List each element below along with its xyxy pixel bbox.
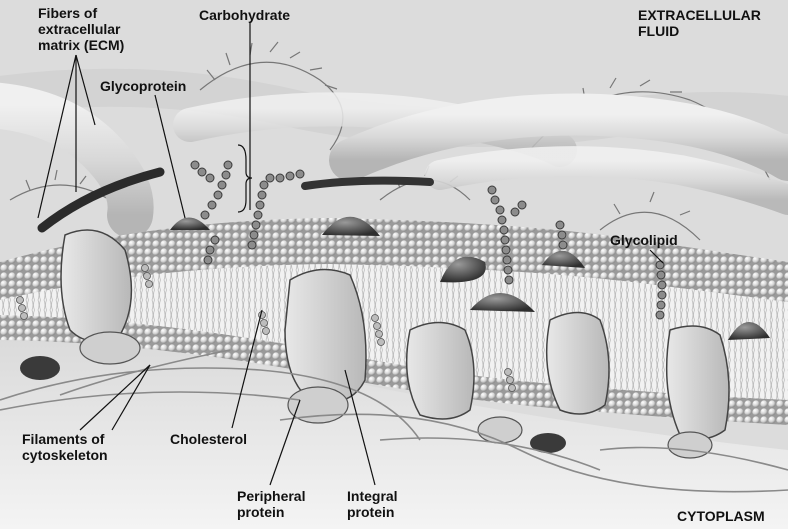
label-cytoplasm: CYTOPLASM [677,508,765,524]
label-glycoprotein: Glycoprotein [100,78,186,94]
label-ecm-fibers: Fibers of extracellular matrix (ECM) [38,5,124,53]
label-carbohydrate: Carbohydrate [199,7,290,23]
label-cytoskeleton-filaments: Filaments of cytoskeleton [22,431,108,463]
label-glycolipid: Glycolipid [610,232,678,248]
label-integral-protein: Integral protein [347,488,398,520]
label-cholesterol: Cholesterol [170,431,247,447]
label-peripheral-protein: Peripheral protein [237,488,305,520]
label-extracellular-fluid: EXTRACELLULAR FLUID [638,7,761,39]
